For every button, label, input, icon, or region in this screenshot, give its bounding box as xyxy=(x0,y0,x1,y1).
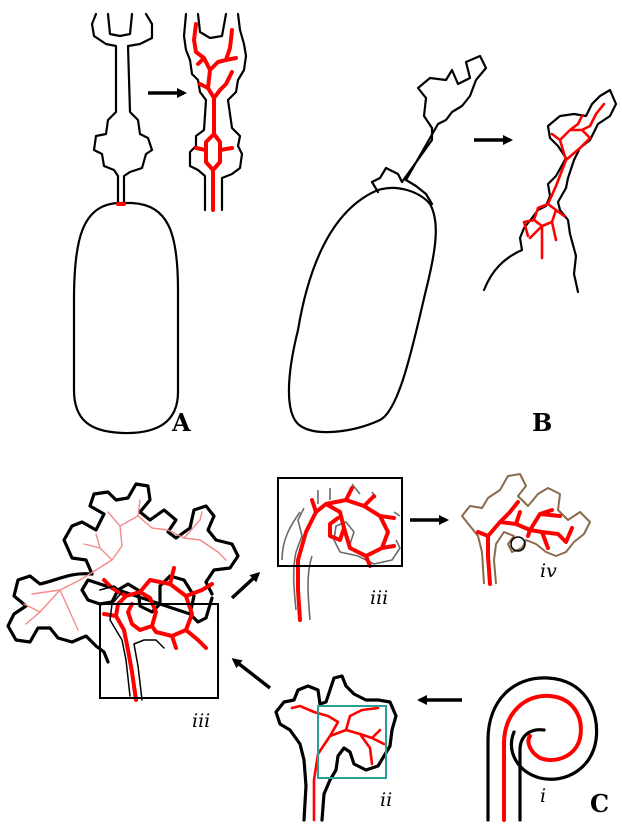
arrow-ii-to-iii xyxy=(234,660,270,688)
cell-c-large-lower-lobes xyxy=(8,574,108,662)
cell-c-large-skeleton-faint xyxy=(24,500,226,630)
panel-c: iii iii iv ii xyxy=(8,474,609,820)
cell-a-stalk xyxy=(92,14,152,203)
panel-b: B xyxy=(289,56,616,437)
panel-a: A xyxy=(74,14,246,437)
cell-b-stalk xyxy=(372,56,486,204)
cell-b-zoom-outline xyxy=(484,90,616,292)
cell-b-body xyxy=(289,188,436,432)
panel-label-a: A xyxy=(171,408,191,437)
sublabel-iii-zoom: iii xyxy=(370,587,388,609)
sublabel-iv: iv xyxy=(540,560,557,582)
cell-i: i xyxy=(488,678,597,820)
sublabel-i: i xyxy=(540,785,546,807)
cell-ii: ii xyxy=(276,676,396,820)
zoom-iii: iii xyxy=(278,478,402,620)
sublabel-ii: ii xyxy=(380,789,392,811)
cell-iv: iv xyxy=(462,474,590,584)
sublabel-iii-large: iii xyxy=(192,710,210,732)
cell-b-skeleton xyxy=(524,104,604,258)
panel-label-b: B xyxy=(532,408,552,437)
panel-label-c: C xyxy=(590,789,609,818)
cell-ii-outline xyxy=(276,676,396,820)
cell-a-body xyxy=(74,203,178,433)
arrow-c-to-iii-zoom xyxy=(232,574,258,598)
